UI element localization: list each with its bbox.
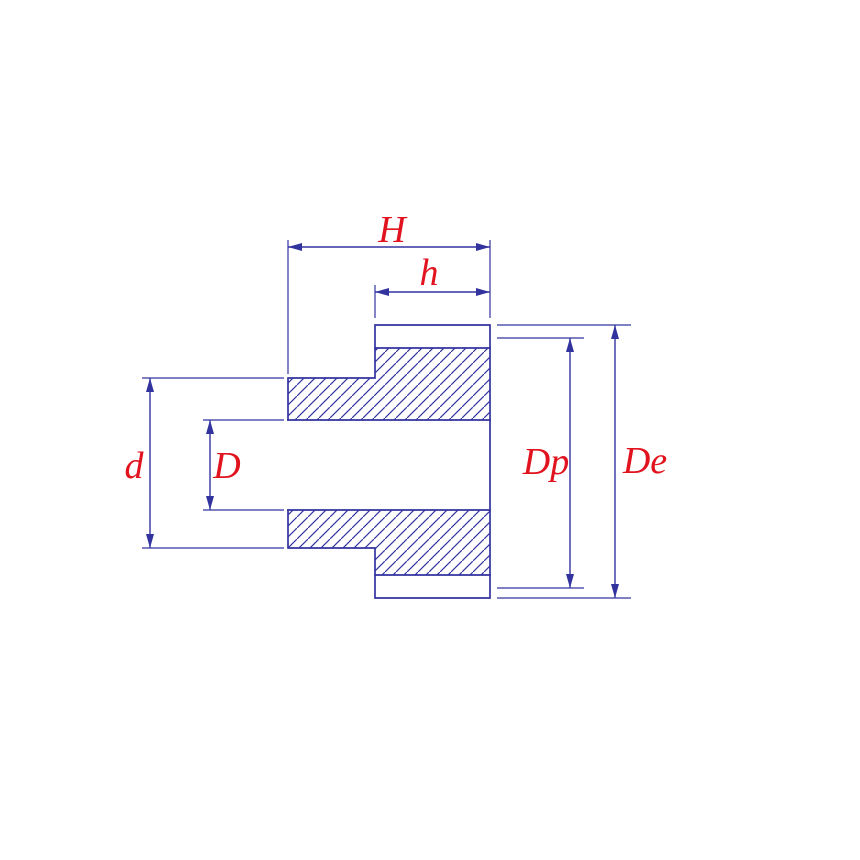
dimension-pitch-diameter: Dp [497, 337, 584, 589]
dimension-label-h: h [420, 252, 439, 294]
dimension-label-H: H [377, 209, 408, 251]
hatch-upper-region [288, 348, 490, 420]
gear-silhouette-outline [287, 324, 491, 599]
dimension-label-D: D [212, 445, 240, 487]
dimension-label-d: d [125, 445, 145, 487]
dimension-bore-diameter: D [203, 419, 284, 511]
dimension-hub-diameter: d [125, 377, 284, 549]
dimension-overall-width: H [287, 209, 491, 374]
dimension-label-De: De [622, 440, 667, 482]
gear-cross-section [287, 324, 491, 599]
hatch-lower-region [288, 510, 490, 575]
dimension-face-width: h [374, 252, 490, 318]
dimension-outside-diameter: De [497, 324, 667, 599]
dimension-label-Dp: Dp [522, 441, 569, 483]
